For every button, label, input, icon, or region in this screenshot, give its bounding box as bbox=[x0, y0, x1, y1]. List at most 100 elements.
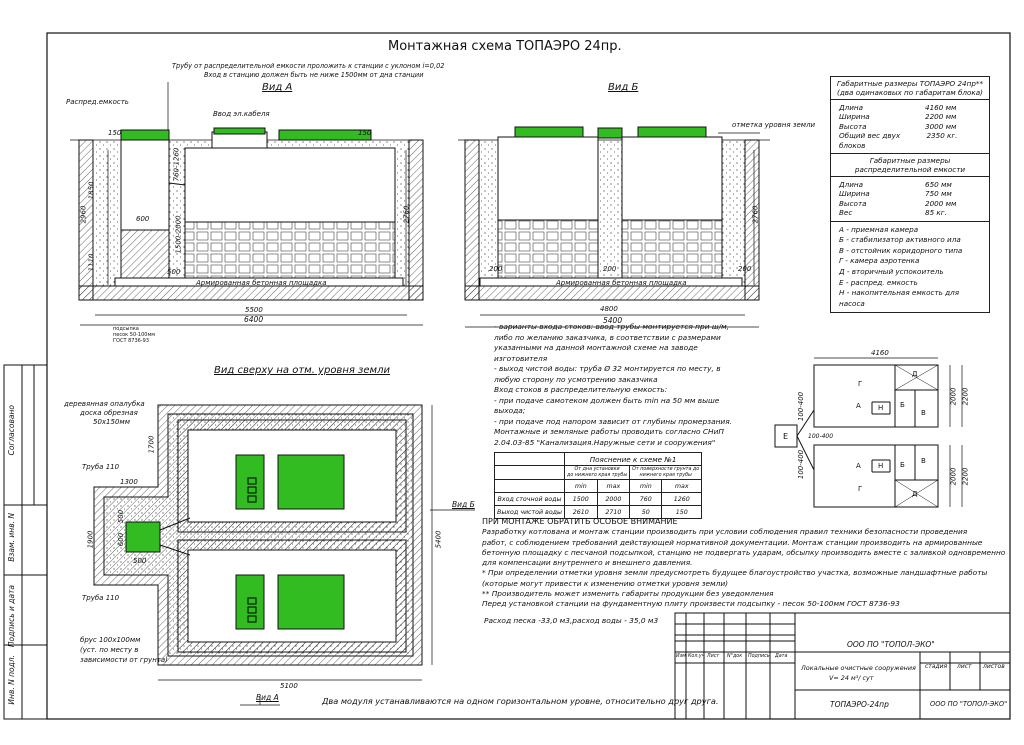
dim-5500: 5500 bbox=[245, 306, 263, 314]
dim-2960: 2960 bbox=[79, 205, 88, 224]
beam-2: (уст. по месту в bbox=[80, 646, 139, 654]
note-line: Вход стоков в распределительную емкость: bbox=[494, 385, 668, 394]
plan-d2: Д bbox=[912, 490, 918, 498]
legend-item: Б - стабилизатор активного ила bbox=[839, 235, 961, 245]
dim-top-500b: 500 bbox=[133, 557, 147, 565]
plan-b1: Б bbox=[900, 401, 905, 409]
spec-header-1-line1: Габаритные размеры ТОПАЭРО 24пр** bbox=[836, 79, 984, 88]
dim-150-left: 150 bbox=[108, 129, 122, 137]
note-line: - при подаче под напором зависит от глуб… bbox=[494, 416, 733, 426]
plan-e: Е bbox=[783, 432, 789, 441]
attention-line: для компенсации внутреннего и внешнего д… bbox=[482, 558, 693, 568]
dim-150-right: 150 bbox=[358, 129, 372, 137]
dim-b-200c: 200 bbox=[738, 265, 752, 273]
dim-b-4800: 4800 bbox=[600, 305, 618, 313]
sheet-title: Монтажная схема ТОПАЭРО 24пр. bbox=[388, 39, 622, 54]
attention-line: * При определении отметки уровня земли п… bbox=[482, 568, 988, 578]
stamp-col-stage: стадия bbox=[925, 663, 948, 670]
scheme-min: min bbox=[629, 479, 663, 493]
plan-g2: Г bbox=[858, 485, 863, 493]
note-inlet: Вход в станцию должен быть не ниже 1500м… bbox=[204, 71, 424, 79]
legend-item: Е - распред. емкость bbox=[839, 277, 918, 287]
note-line: Монтажные и земляные работы проводить со… bbox=[494, 427, 724, 436]
note-line: выхода; bbox=[494, 406, 526, 415]
dim-top-5100: 5100 bbox=[280, 682, 298, 690]
view-a-arrow-label: Вид А bbox=[256, 693, 279, 702]
plan-a2: А bbox=[856, 462, 861, 470]
legend-item: В - отстойник коридорного типа bbox=[839, 245, 963, 255]
table-row: Вход сточной воды 1500 2000 760 1260 bbox=[493, 492, 703, 506]
formwork-2: доска обрезная bbox=[80, 409, 138, 417]
spec-header-2-line2: распределительной емкости bbox=[854, 165, 966, 175]
spec-header-1-line2: (два одинаковых по габаритам блока) bbox=[837, 88, 983, 97]
side-inv-orig: Инв. N подл. bbox=[7, 655, 16, 705]
plan-d1: Д bbox=[912, 370, 918, 378]
scheme-caption: Пояснение к схеме №1 bbox=[564, 452, 703, 466]
pipe-110-b: Труба 110 bbox=[82, 594, 120, 602]
attention-line: бетонную площадку с песчаной подсыпкой, … bbox=[482, 547, 1006, 557]
bottom-note: Два модуля устанавливаются на одном гори… bbox=[322, 696, 719, 706]
dim-6400: 6400 bbox=[244, 315, 264, 324]
view-b-label: Вид Б bbox=[608, 82, 639, 93]
installation-notes: - варианты входа стоков: ввод трубы монт… bbox=[494, 322, 824, 448]
dim-2760: 2760 bbox=[402, 205, 411, 224]
dim-600: 600 bbox=[136, 215, 150, 223]
plan-gap-1: 100-400 bbox=[797, 391, 806, 422]
dim-top-1700: 1700 bbox=[147, 435, 156, 454]
stamp-col-sheets: листов bbox=[983, 663, 1005, 670]
legend-item: А - приемная камера bbox=[839, 224, 919, 234]
plan-a1: А bbox=[856, 402, 861, 410]
dim-top-1900: 1900 bbox=[86, 530, 95, 549]
stamp-hdr-4: Подпись bbox=[748, 654, 770, 659]
dim-1500-2000: 1500-2000 bbox=[174, 215, 183, 254]
attention-notes: ПРИ МОНТАЖЕ ОБРАТИТЬ ОСОБОЕ ВНИМАНИЕ Раз… bbox=[482, 517, 1006, 626]
beam-1: брус 100х100мм bbox=[80, 636, 141, 644]
legend-item: Г - камера аэротенка bbox=[839, 256, 920, 266]
beam-3: зависимости от грунта) bbox=[80, 656, 168, 664]
note-slope: Трубу от распределительной емкости проло… bbox=[172, 62, 445, 70]
stamp-hdr-1: Кол.уч bbox=[688, 654, 705, 659]
note-line: - при подаче самотеком должен быть min н… bbox=[494, 395, 720, 405]
spec-header-1: Габаритные размеры ТОПАЭРО 24пр** (два о… bbox=[831, 77, 989, 100]
sand-note-3: ГОСТ 8736-93 bbox=[113, 338, 150, 344]
dim-b-2760: 2760 bbox=[751, 205, 760, 224]
section-a-drawing bbox=[70, 82, 424, 326]
note-line: либо по желанию заказчика, в соответстви… bbox=[494, 332, 721, 342]
view-b-arrow-label: Вид Б bbox=[452, 500, 475, 509]
dim-top-5400: 5400 bbox=[434, 530, 443, 549]
plan-dim-2200b: 2200 bbox=[961, 467, 970, 486]
sand-note-2: песок 50-100мм bbox=[113, 332, 156, 338]
attention-heading: ПРИ МОНТАЖЕ ОБРАТИТЬ ОСОБОЕ ВНИМАНИЕ bbox=[482, 517, 678, 526]
note-line: любую сторону по усмотрению заказчика bbox=[494, 374, 658, 384]
section-b-drawing bbox=[458, 126, 770, 328]
attention-line: работ, с соблюдением требований действую… bbox=[482, 537, 983, 547]
note-line: указанными на данной монтажной схеме на … bbox=[494, 343, 698, 352]
label-distributor: Распред.емкость bbox=[66, 98, 129, 106]
legend-item: Д - вторичный успокоитель bbox=[839, 267, 944, 277]
dim-top-1300: 1300 bbox=[120, 478, 138, 486]
dim-b-200a: 200 bbox=[489, 265, 503, 273]
legend-item: Н - накопительная емкость для насоса bbox=[839, 288, 960, 308]
stamp-object-l1: Локальные очистные сооружения bbox=[801, 664, 916, 672]
dim-b-200b: 200 bbox=[603, 265, 617, 273]
spec-header-2: Габаритные размеры распределительной емк… bbox=[831, 154, 989, 178]
title-block bbox=[674, 612, 1011, 720]
note-line: - выход чистой воды: труба Ø 32 монтируе… bbox=[494, 364, 721, 373]
plan-dim-4160: 4160 bbox=[871, 349, 889, 357]
dim-top-600: 600 bbox=[117, 532, 126, 547]
plan-dim-2200a: 2200 bbox=[961, 387, 970, 406]
attention-line: Перед установкой станции на фундаментную… bbox=[482, 599, 900, 609]
note-line: изготовителя bbox=[494, 353, 548, 363]
dim-1110: 1110 bbox=[87, 253, 96, 272]
attention-line: ** Производитель может изменить габариты… bbox=[482, 589, 774, 599]
stamp-drawing: ТОПАЭРО-24пр bbox=[830, 700, 889, 709]
view-a-label: Вид А bbox=[262, 82, 293, 93]
stamp-col-sheet: лист bbox=[957, 663, 972, 670]
